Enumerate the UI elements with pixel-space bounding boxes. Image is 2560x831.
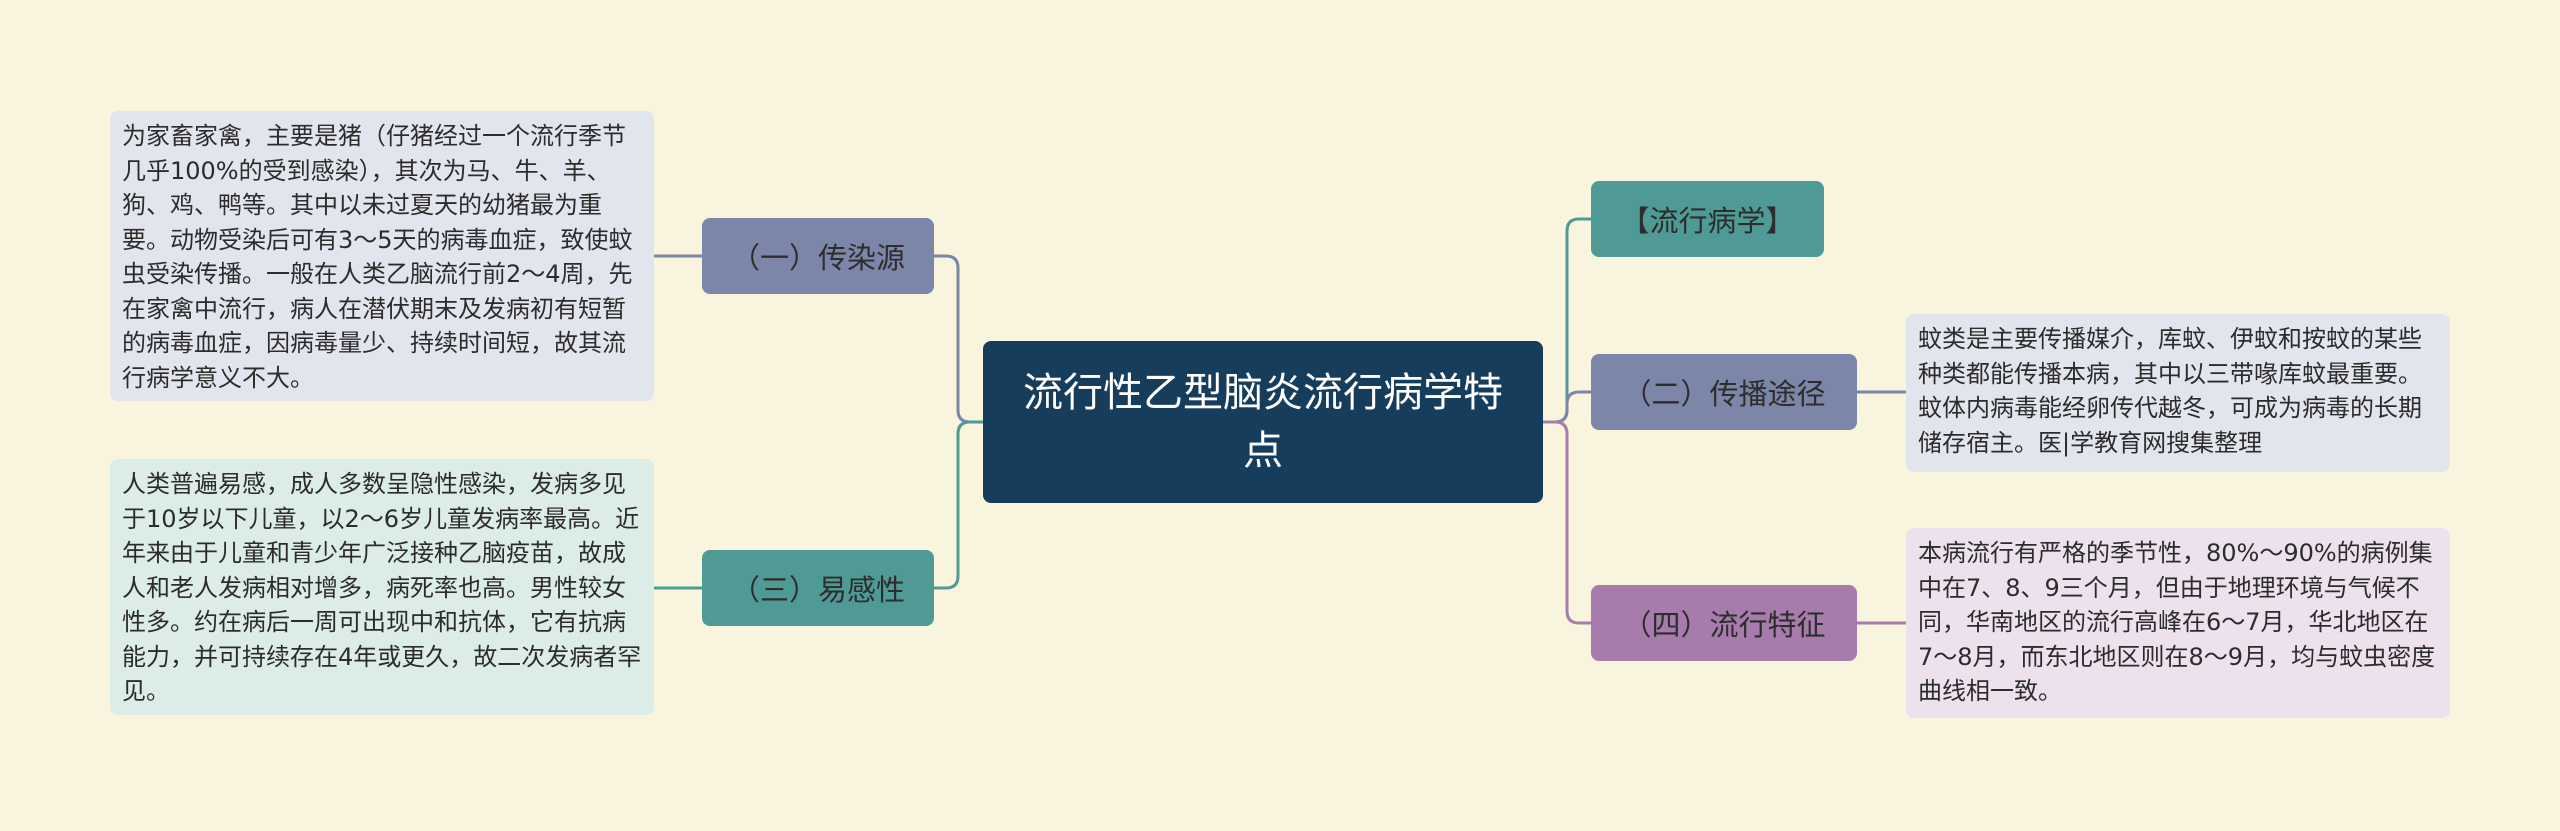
transmission-detail-text: 蚊类是主要传播媒介，库蚊、伊蚊和按蚊的某些种类都能传播本病，其中以三带喙库蚊最重…: [1918, 325, 2422, 457]
branch-epidemiology-label: 【流行病学】: [1620, 204, 1795, 238]
branch-features-label: （四）流行特征: [1622, 608, 1826, 642]
features-detail-text: 本病流行有严格的季节性，80%～90%的病例集中在7、8、9三个月，但由于地理环…: [1918, 539, 2436, 705]
root-topic-title: 流行性乙型脑炎流行病学特点: [1023, 370, 1503, 474]
susceptibility-detail-text: 人类普遍易感，成人多数呈隐性感染，发病多见于10岁以下儿童，以2～6岁儿童发病率…: [122, 470, 642, 705]
source-detail-note[interactable]: 为家畜家禽，主要是猪（仔猪经过一个流行季节几乎100%的受到感染），其次为马、牛…: [110, 111, 654, 401]
branch-transmission-label: （二）传播途径: [1622, 377, 1826, 411]
source-detail-text: 为家畜家禽，主要是猪（仔猪经过一个流行季节几乎100%的受到感染），其次为马、牛…: [122, 122, 633, 392]
branch-susceptibility[interactable]: （三）易感性: [702, 550, 934, 626]
root-topic[interactable]: 流行性乙型脑炎流行病学特点: [983, 341, 1543, 503]
connector-root-to-transmission: [1543, 390, 1591, 424]
branch-source[interactable]: （一）传染源: [702, 218, 934, 294]
transmission-detail-note[interactable]: 蚊类是主要传播媒介，库蚊、伊蚊和按蚊的某些种类都能传播本病，其中以三带喙库蚊最重…: [1906, 314, 2450, 472]
branch-source-label: （一）传染源: [730, 241, 905, 275]
connector-root-to-susceptibility: [934, 420, 983, 590]
branch-transmission[interactable]: （二）传播途径: [1591, 354, 1857, 430]
branch-features[interactable]: （四）流行特征: [1591, 585, 1857, 661]
features-detail-note[interactable]: 本病流行有严格的季节性，80%～90%的病例集中在7、8、9三个月，但由于地理环…: [1906, 528, 2450, 718]
connector-root-to-features: [1543, 420, 1591, 625]
branch-epidemiology[interactable]: 【流行病学】: [1591, 181, 1824, 257]
connector-root-to-source: [934, 254, 983, 424]
susceptibility-detail-note[interactable]: 人类普遍易感，成人多数呈隐性感染，发病多见于10岁以下儿童，以2～6岁儿童发病率…: [110, 459, 654, 715]
branch-susceptibility-label: （三）易感性: [730, 573, 905, 607]
